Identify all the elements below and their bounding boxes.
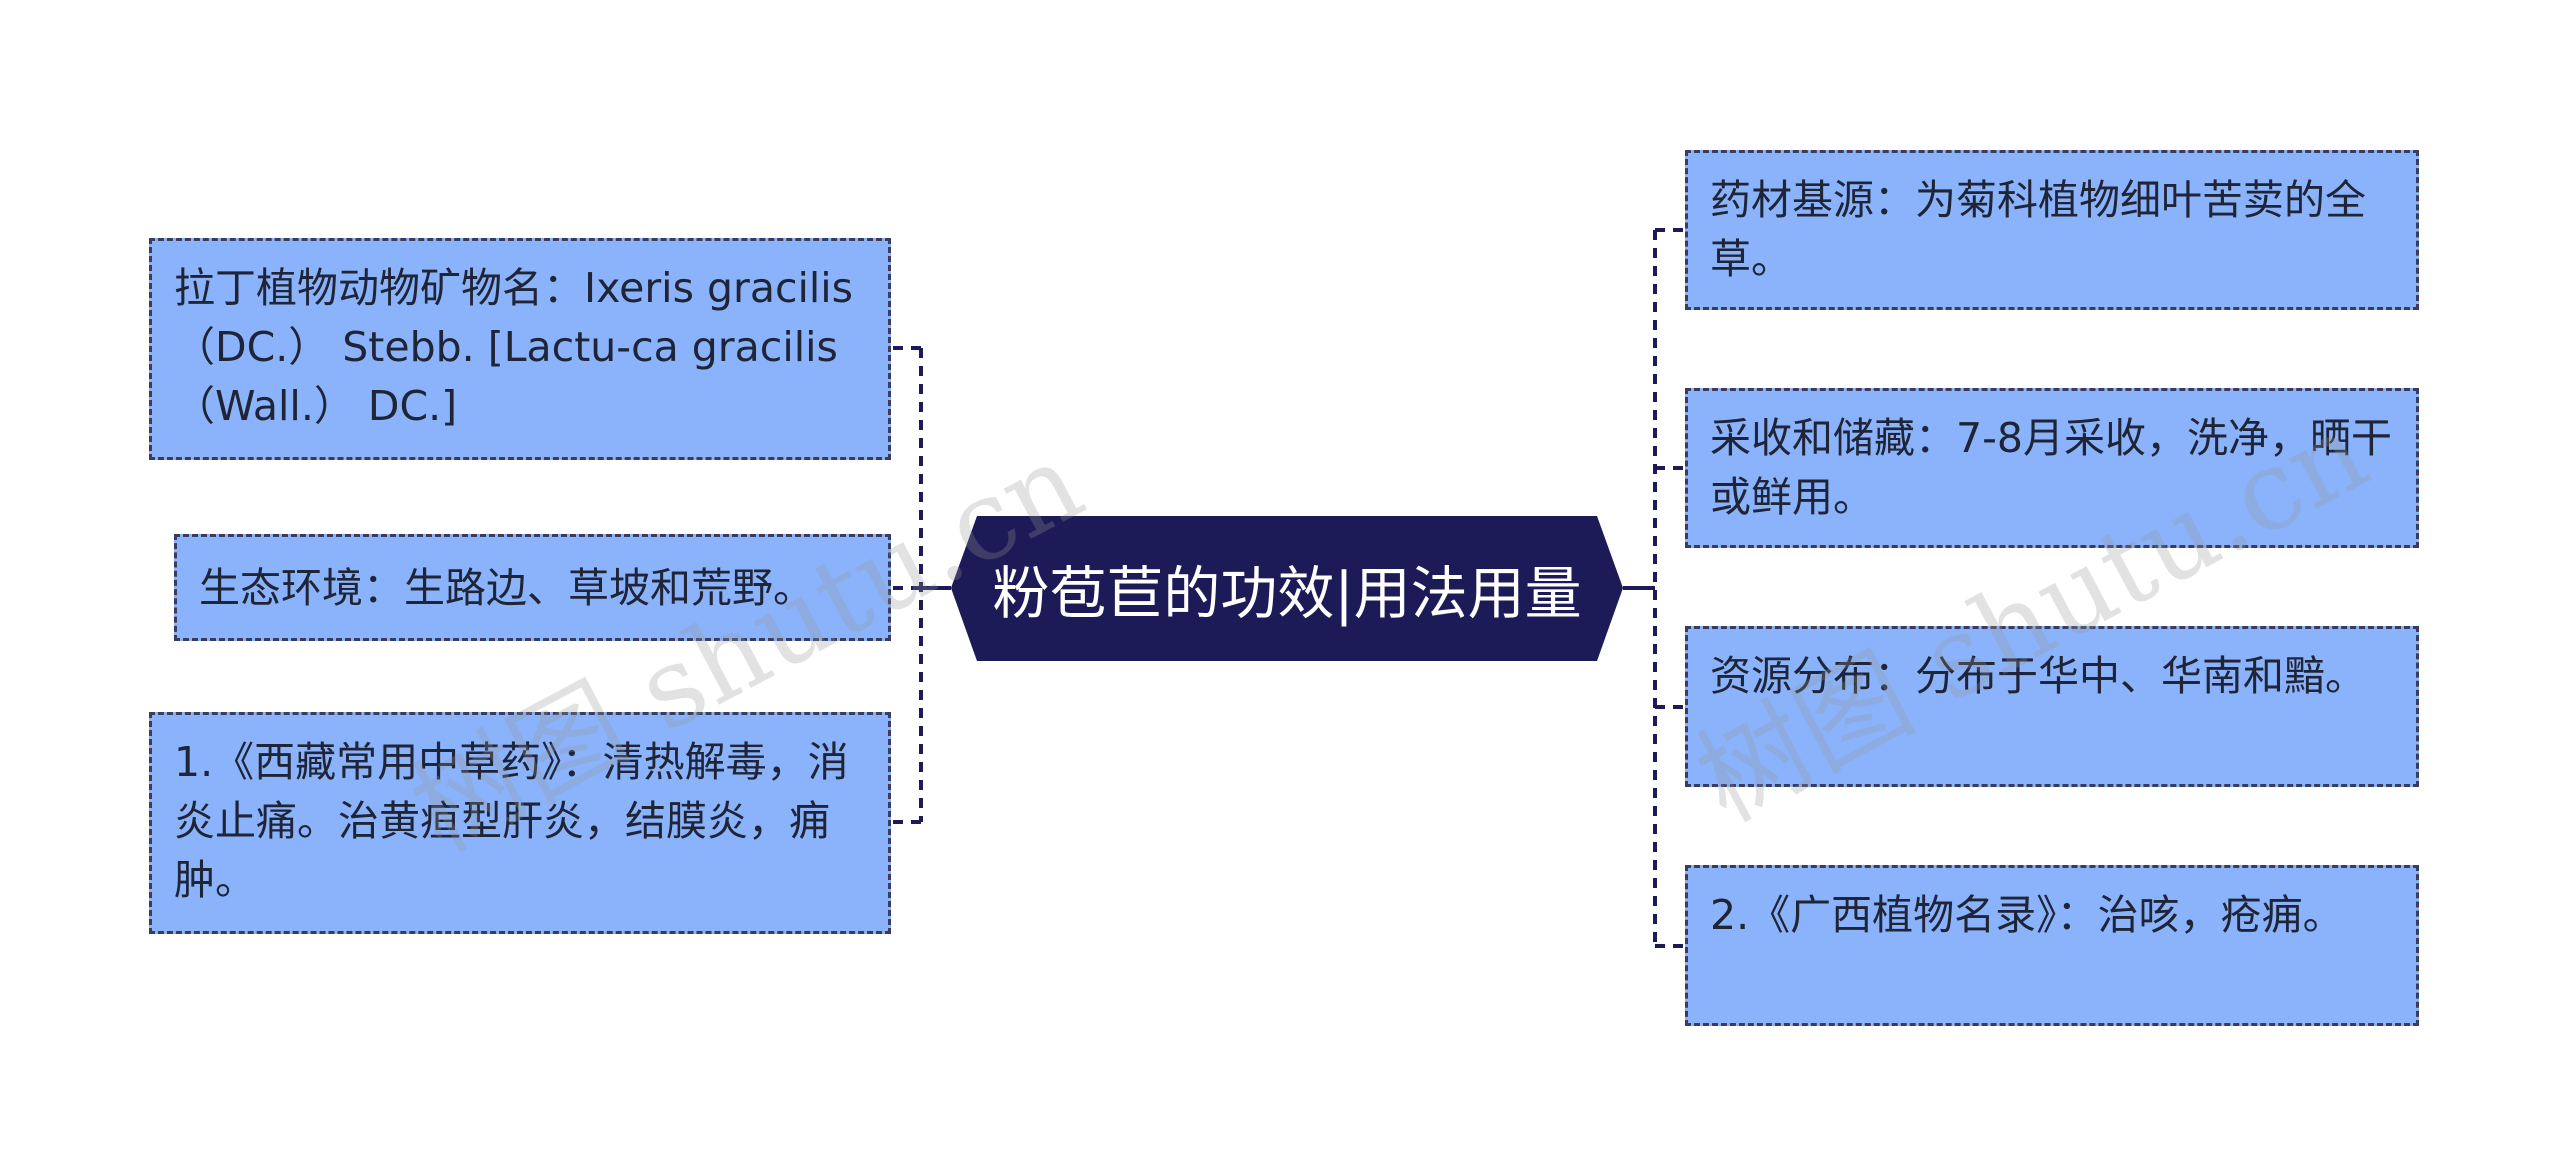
left-node-ecology-text: 生态环境：生路边、草坡和荒野。 — [199, 564, 814, 612]
right-node-source-text: 药材基源：为菊科植物细叶苦荬的全草。 — [1710, 176, 2366, 283]
left-node-tibet-herbs[interactable]: 1.《西藏常用中草药》：清热解毒，消炎止痛。治黄疸型肝炎，结膜炎，痈肿。 — [149, 712, 891, 934]
right-node-guangxi-records[interactable]: 2.《广西植物名录》：治咳，疮痈。 — [1685, 865, 2419, 1026]
left-node-ecology[interactable]: 生态环境：生路边、草坡和荒野。 — [174, 534, 891, 641]
central-topic-label: 粉苞苣的功效|用法用量 — [992, 560, 1582, 627]
left-node-latin-name-text: 拉丁植物动物矿物名：Ixeris gracilis （DC.） Stebb. [… — [174, 264, 854, 430]
right-node-guangxi-records-text: 2.《广西植物名录》：治咳，疮痈。 — [1710, 891, 2344, 939]
right-node-source[interactable]: 药材基源：为菊科植物细叶苦荬的全草。 — [1685, 150, 2419, 310]
right-node-distribution-text: 资源分布：分布于华中、华南和黯。 — [1710, 652, 2366, 700]
left-node-tibet-herbs-text: 1.《西藏常用中草药》：清热解毒，消炎止痛。治黄疸型肝炎，结膜炎，痈肿。 — [174, 738, 849, 904]
right-node-distribution[interactable]: 资源分布：分布于华中、华南和黯。 — [1685, 626, 2419, 787]
central-topic-shape — [951, 516, 1623, 661]
central-topic[interactable]: 粉苞苣的功效|用法用量 — [951, 516, 1623, 661]
right-node-harvest-text: 采收和储藏：7-8月采收，洗净，晒干或鲜用。 — [1710, 414, 2392, 521]
right-node-harvest[interactable]: 采收和储藏：7-8月采收，洗净，晒干或鲜用。 — [1685, 388, 2419, 548]
left-node-latin-name[interactable]: 拉丁植物动物矿物名：Ixeris gracilis （DC.） Stebb. [… — [149, 238, 891, 460]
